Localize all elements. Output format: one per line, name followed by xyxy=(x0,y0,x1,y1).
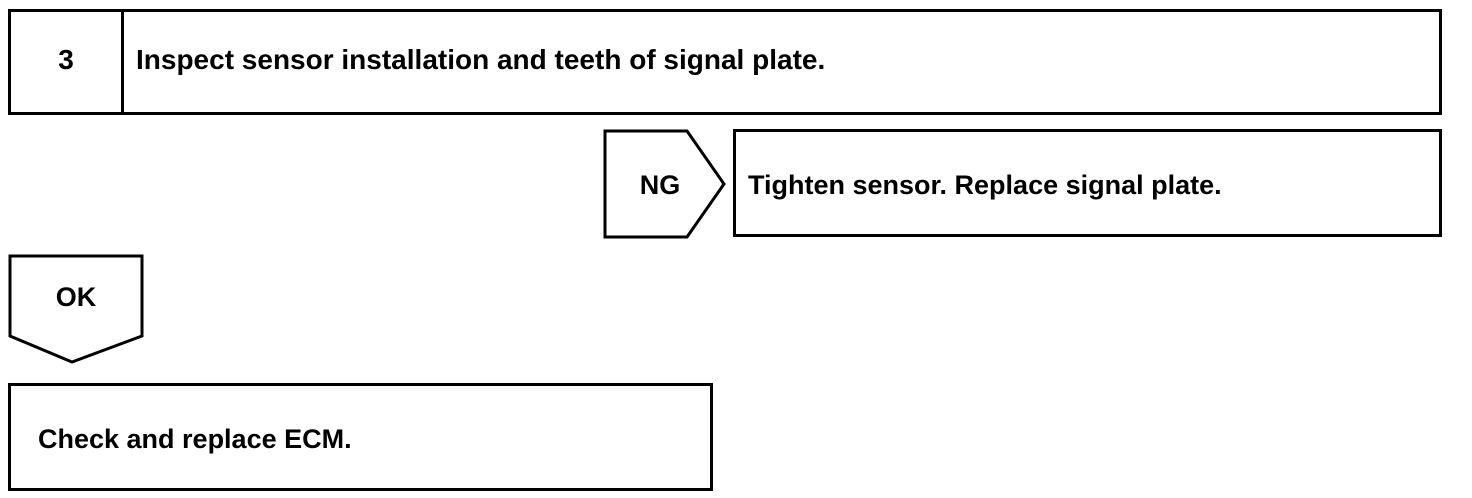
step-number: 3 xyxy=(58,44,74,75)
ok-label: OK xyxy=(55,282,97,312)
ng-label: NG xyxy=(639,170,681,200)
ng-action-box xyxy=(733,129,1442,237)
ok-action-box xyxy=(8,383,713,491)
ok-action-text: Check and replace ECM. xyxy=(38,424,352,454)
step-title: Inspect sensor installation and teeth of… xyxy=(136,44,826,75)
step-box xyxy=(8,9,1442,115)
step-divider xyxy=(121,9,124,115)
ng-action-text: Tighten sensor. Replace signal plate. xyxy=(748,170,1222,200)
